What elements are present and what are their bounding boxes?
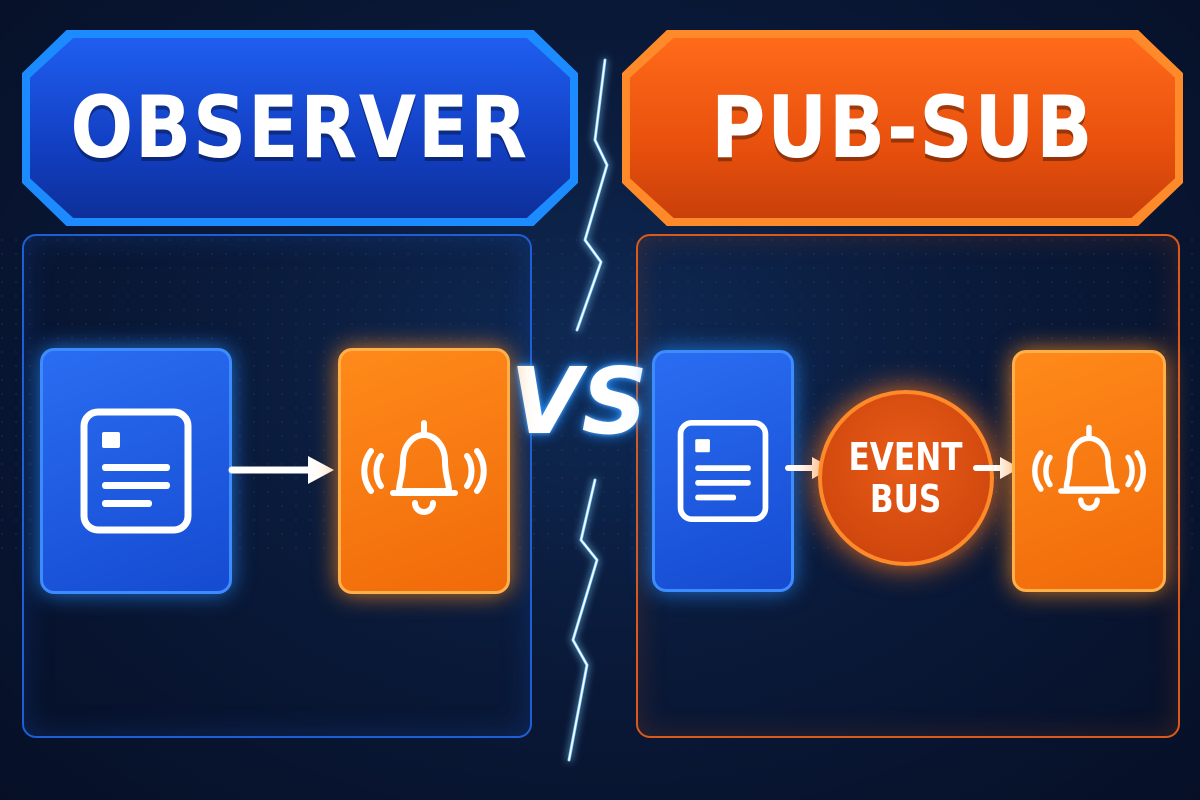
event-bus-label-line2: BUS [870, 477, 942, 521]
lightning-icon [567, 58, 609, 762]
observer-panel [22, 234, 532, 738]
observer-title-banner: OBSERVER [30, 38, 570, 218]
event-bus-label-line1: EVENT [848, 435, 964, 479]
bell-icon [361, 420, 487, 515]
bell-icon [1032, 424, 1146, 511]
event-bus-node: EVENT BUS [818, 390, 994, 566]
document-icon [677, 419, 769, 523]
pubsub-subscriber-card [1012, 350, 1166, 592]
pubsub-title: PUB-SUB [710, 78, 1095, 178]
observer-title: OBSERVER [70, 78, 530, 178]
observer-arrow-icon [228, 456, 334, 484]
observer-subject-card [40, 348, 232, 594]
document-icon [80, 408, 192, 534]
pubsub-arrow-icon [973, 457, 1020, 479]
vs-label: VS [510, 347, 648, 455]
pubsub-title-banner: PUB-SUB [630, 38, 1175, 218]
observer-observer-card [338, 348, 510, 594]
pubsub-publisher-card [652, 350, 794, 592]
pubsub-panel [636, 234, 1180, 738]
